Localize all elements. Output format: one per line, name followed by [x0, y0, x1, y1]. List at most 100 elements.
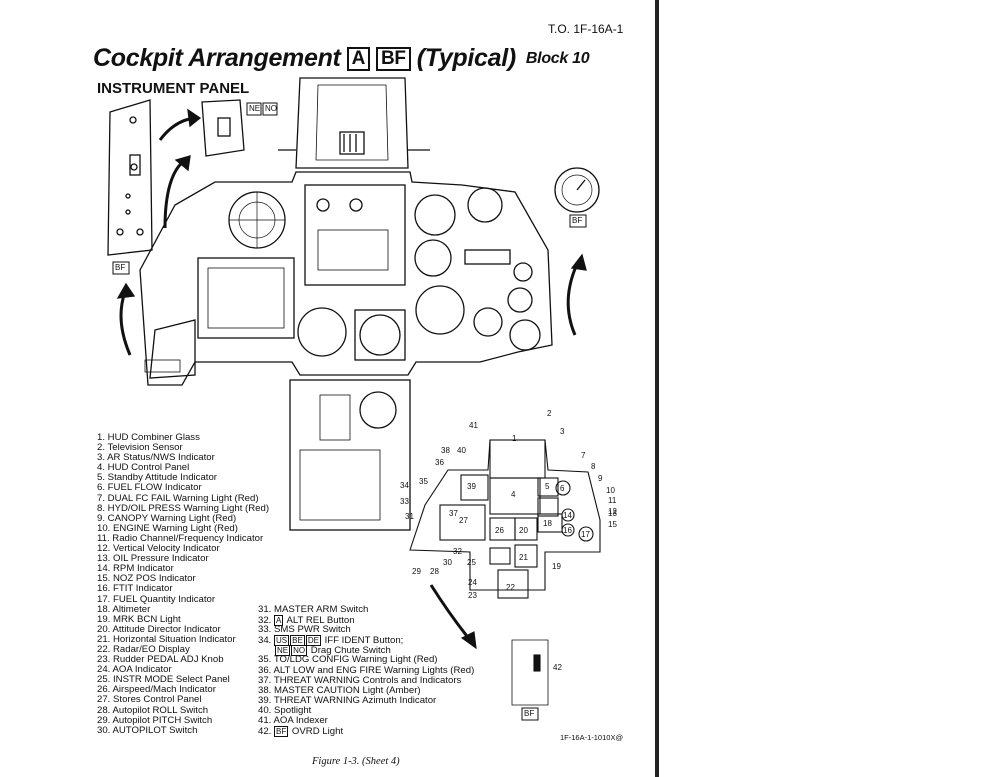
figure-code: 1F-16A-1-1010X@ — [560, 733, 624, 742]
noz-indicator — [473, 307, 503, 337]
key-number-15: 15 — [608, 520, 617, 529]
up-front-controls — [304, 184, 406, 286]
key-number-29: 29 — [412, 567, 421, 576]
legend-item: 32. A ALT REL Button — [258, 615, 355, 627]
key-number-8: 8 — [591, 462, 596, 471]
key-number-18: 18 — [543, 519, 552, 528]
key-number-33: 33 — [400, 497, 409, 506]
ftit-indicator — [467, 187, 503, 223]
legend-item: 24. AOA Indicator — [97, 664, 172, 676]
key-number-1: 1 — [512, 434, 517, 443]
legend-item: 38. MASTER CAUTION Light (Amber) — [258, 684, 421, 696]
figure-caption: Figure 1-3. (Sheet 4) — [312, 756, 400, 767]
legend-item: 36. ALT LOW and ENG FIRE Warning Lights … — [258, 664, 475, 676]
key-number-16: 16 — [563, 526, 572, 535]
key-number-37: 37 — [449, 509, 458, 518]
box-de: DE — [305, 635, 321, 647]
box-bf: BF — [274, 726, 289, 738]
legend-item: 14. RPM Indicator — [97, 563, 174, 575]
legend-item: 15. NOZ POS Indicator — [97, 573, 196, 585]
key-number-17: 17 — [581, 530, 590, 539]
key-number-31: 31 — [405, 512, 414, 521]
key-number-13: 13 — [608, 509, 617, 518]
key-number-14: 14 — [563, 511, 572, 520]
legend-item: 6. FUEL FLOW Indicator — [97, 482, 202, 494]
page-title: Cockpit Arrangement A BF (Typical) Block… — [93, 44, 590, 73]
key-number-28: 28 — [430, 567, 439, 576]
legend-item: 42. BF OVRD Light — [258, 726, 344, 738]
title-typical: (Typical) — [416, 44, 516, 72]
key-number-6: 6 — [560, 484, 565, 493]
legend-left: 1. HUD Combiner Glass 2. Television Sens… — [97, 432, 270, 736]
box-ne: NE — [275, 645, 291, 657]
rpm-indicator — [414, 239, 452, 277]
box-no: NO — [291, 645, 308, 657]
key-number-7: 7 — [581, 451, 586, 460]
standby-attitude — [414, 194, 456, 236]
key-number-32: 32 — [453, 547, 462, 556]
key-number-12: 12 — [608, 507, 617, 516]
key-number-3: 3 — [560, 427, 565, 436]
key-number-36: 36 — [435, 458, 444, 467]
tag-bf-bottom: BF — [524, 709, 535, 718]
legend-item: 12. Vertical Velocity Indicator — [97, 543, 220, 555]
legend-item: 18. Altimeter — [97, 603, 151, 615]
box-a: A — [274, 615, 284, 627]
key-number-34: 34 — [400, 481, 409, 490]
document-id: T.O. 1F-16A-1 — [548, 22, 624, 36]
legend-item: 26. Airspeed/Mach Indicator — [97, 684, 216, 696]
altimeter — [415, 285, 465, 335]
legend-item: 25. INSTR MODE Select Panel — [97, 674, 230, 686]
legend-item: 33. SMS PWR Switch — [258, 624, 351, 636]
legend-item: 9. CANOPY Warning Light (Red) — [97, 512, 237, 524]
key-number-30: 30 — [443, 558, 452, 567]
radio-freq-display — [464, 249, 511, 265]
left-mfd — [197, 257, 295, 339]
legend-item: 31. MASTER ARM Switch — [258, 604, 369, 615]
key-number-42: 42 — [553, 663, 562, 672]
legend-item: 35. TO/LDG CONFIG Warning Light (Red) — [258, 654, 438, 666]
legend-item: 5. Standby Attitude Indicator — [97, 472, 218, 484]
legend-right: 31. MASTER ARM Switch 32. A ALT REL Butt… — [258, 604, 475, 738]
page-edge-divider — [655, 0, 659, 777]
key-number-2: 2 — [547, 409, 552, 418]
instrument-panel-illustration — [107, 77, 601, 721]
legend-item: 30. AUTOPILOT Switch — [97, 724, 198, 736]
adi — [354, 309, 406, 361]
tag-bf-left: BF — [115, 263, 126, 272]
legend-item: 2. Television Sensor — [97, 442, 183, 454]
document-page: T.O. 1F-16A-1 Cockpit Arrangement A BF (… — [93, 22, 624, 767]
legend-item: 3. AR Status/NWS Indicator — [97, 452, 215, 464]
hud-combiner — [278, 77, 430, 169]
legend-item: 41. AOA Indexer — [258, 715, 328, 727]
key-number-11: 11 — [608, 496, 617, 505]
legend-item: 21. Horizontal Situation Indicator — [97, 633, 236, 645]
legend-item: 1. HUD Combiner Glass — [97, 432, 200, 443]
key-number-39: 39 — [467, 482, 476, 491]
key-number-19: 19 — [552, 562, 561, 571]
main-panel-outline — [139, 171, 553, 386]
key-number-38: 38 — [441, 446, 450, 455]
key-diagram — [409, 439, 601, 706]
legend-item: 27. Stores Control Panel — [97, 694, 202, 706]
key-number-4: 4 — [511, 490, 516, 499]
key-number-24: 24 — [468, 578, 477, 587]
key-number-35: 35 — [419, 477, 428, 486]
legend-item: 4. HUD Control Panel — [97, 462, 190, 474]
title-box-a: A — [346, 46, 371, 71]
title-main: Cockpit Arrangement — [93, 44, 341, 72]
key-number-22: 22 — [506, 583, 515, 592]
legend-item: 19. MRK BCN Light — [97, 613, 181, 625]
legend-item: 8. HYD/OIL PRESS Warning Light (Red) — [97, 502, 270, 514]
left-auxiliary-panel — [107, 99, 153, 256]
standby-gauge-detail — [554, 167, 600, 213]
key-number-9: 9 — [598, 474, 603, 483]
title-block: Block 10 — [525, 49, 590, 67]
tag-bf-right: BF — [572, 216, 583, 225]
oil-indicator — [507, 287, 533, 313]
legend-item: 11. Radio Channel/Frequency Indicator — [97, 532, 264, 544]
key-number-27: 27 — [459, 516, 468, 525]
fuel-indicator — [509, 319, 541, 351]
